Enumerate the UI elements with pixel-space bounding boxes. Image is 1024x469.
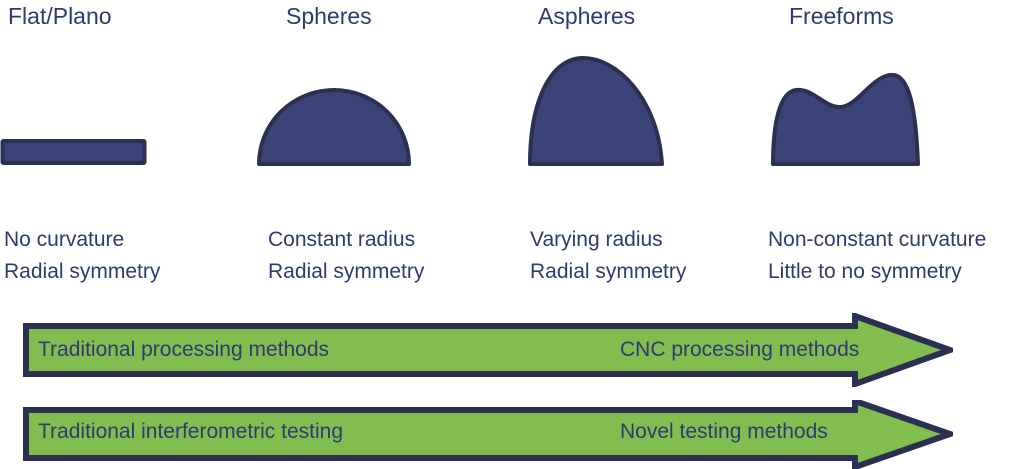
- asphere-dome-shape: [512, 50, 682, 175]
- column-heading-spheres: Spheres: [286, 3, 372, 29]
- description-line-1: Non-constant curvature: [768, 228, 987, 251]
- description-line-1: No curvature: [4, 228, 125, 251]
- arrow-body-right-icon: [26, 316, 950, 384]
- description-aspheres: Varying radius Radial symmetry: [530, 224, 686, 288]
- description-line-2: Radial symmetry: [268, 260, 425, 283]
- flat-plate-shape: [0, 50, 160, 175]
- arrow-label-left: Traditional interferometric testing: [38, 420, 344, 443]
- description-flat-plano: No curvature Radial symmetry: [4, 224, 160, 288]
- freeform-wavy-shape: [760, 50, 940, 175]
- arrow-label-left: Traditional processing methods: [38, 338, 330, 361]
- column-heading-freeforms: Freeforms: [789, 3, 894, 29]
- description-line-1: Varying radius: [530, 228, 663, 251]
- description-line-1: Constant radius: [268, 228, 416, 251]
- arrow-body-right-icon: [26, 401, 950, 467]
- flat-plate-rect: [0, 139, 147, 165]
- hemisphere-shape: [252, 50, 422, 175]
- arrow-label-right: Novel testing methods: [620, 420, 828, 443]
- arrow-label-right: CNC processing methods: [620, 338, 860, 361]
- testing-methods-arrow: Traditional interferometric testing Nove…: [23, 400, 953, 469]
- description-line-2: Radial symmetry: [4, 260, 161, 283]
- hemisphere-path: [257, 88, 411, 166]
- column-heading-aspheres: Aspheres: [538, 3, 636, 29]
- freeform-wavy-path: [771, 72, 920, 166]
- asphere-dome-path: [528, 55, 664, 166]
- description-spheres: Constant radius Radial symmetry: [268, 224, 424, 288]
- column-heading-flat-plano: Flat/Plano: [8, 3, 112, 29]
- description-freeforms: Non-constant curvature Little to no symm…: [768, 224, 986, 288]
- description-line-2: Radial symmetry: [530, 260, 687, 283]
- description-line-2: Little to no symmetry: [768, 260, 962, 283]
- processing-methods-arrow: Traditional processing methods CNC proce…: [23, 313, 953, 387]
